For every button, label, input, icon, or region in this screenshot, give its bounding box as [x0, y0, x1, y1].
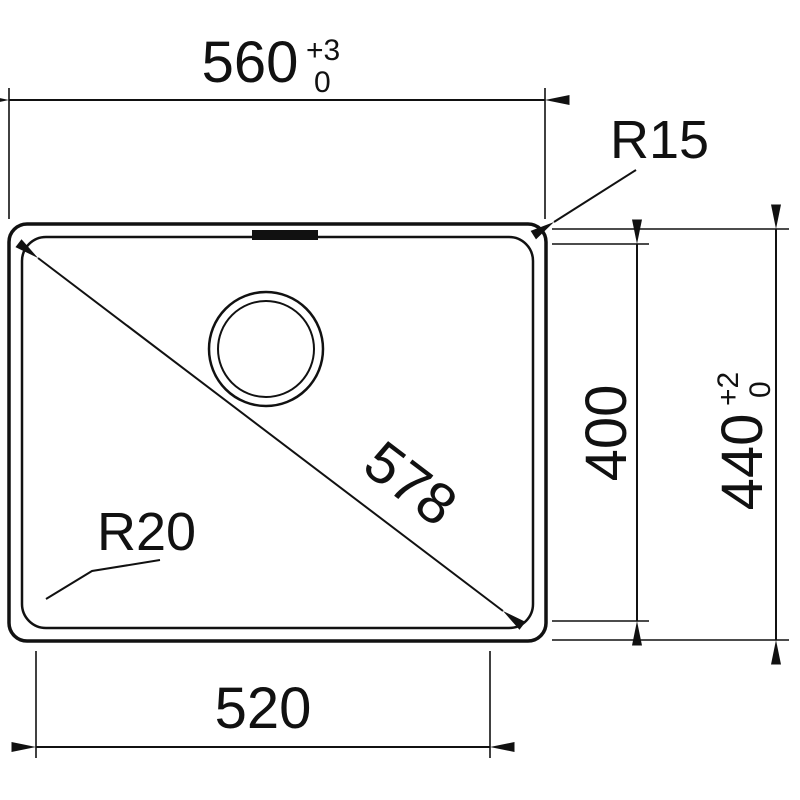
radius-leader-r20	[45, 559, 161, 600]
outer-height-dimension-value: 440	[710, 414, 775, 511]
outer-height-dimension-label: 440 +2 0	[710, 372, 777, 511]
radius-label-r15: R15	[610, 110, 709, 170]
sink-outer-rim	[7, 222, 548, 643]
inner-height-dimension-value: 400	[574, 385, 639, 482]
radius-leader-r15	[530, 169, 637, 240]
top-dimension-value: 560	[202, 30, 299, 95]
outer-height-tolerance-upper: +2	[712, 372, 745, 406]
diagonal-dimension-line	[15, 239, 526, 630]
drain-inner-circle	[217, 300, 315, 398]
overflow-slot	[252, 230, 318, 240]
diagonal-dimension-value: 578	[352, 429, 468, 539]
radius-label-r20: R20	[97, 502, 196, 562]
drain-outer-circle	[207, 290, 325, 408]
outer-height-tolerance-lower: 0	[744, 381, 777, 398]
top-tolerance-upper: +3	[306, 34, 340, 67]
top-tolerance-lower: 0	[314, 66, 331, 99]
bottom-dimension-value: 520	[215, 676, 312, 741]
